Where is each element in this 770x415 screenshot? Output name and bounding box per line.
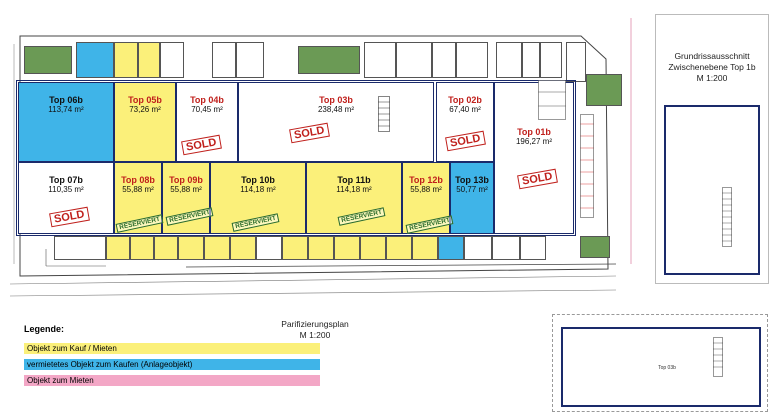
inset-title-line1: Grundrissausschnitt [674, 51, 750, 61]
parking-lot [364, 42, 396, 78]
green-area [580, 236, 610, 258]
parking-lot [432, 42, 456, 78]
parking-lot [282, 236, 308, 260]
parking-lot [212, 42, 236, 78]
unit-area: 50,77 m² [456, 185, 488, 194]
inset-bottom: Top 03b [552, 314, 768, 412]
green-area [586, 74, 622, 106]
parking-lot [412, 236, 438, 260]
parking-lot [520, 236, 546, 260]
unit-name: Top 08b [121, 175, 155, 185]
unit-top05b[interactable]: Top 05b 73,26 m² [114, 82, 176, 162]
parking-lot [334, 236, 360, 260]
parking-lot [256, 236, 282, 260]
unit-area: 110,35 m² [48, 185, 84, 194]
unit-top02b[interactable]: Top 02b 67,40 m² [436, 82, 494, 162]
unit-name: Top 10b [241, 175, 275, 185]
parking-lot [386, 236, 412, 260]
legend-item-buy-rent: Objekt zum Kauf / Mieten [24, 343, 320, 354]
parking-lot [154, 236, 178, 260]
unit-top10b[interactable]: Top 10b 114,18 m² [210, 162, 306, 234]
parking-lot [496, 42, 522, 78]
unit-top11b[interactable]: Top 11b 114,18 m² [306, 162, 402, 234]
unit-area: 114,18 m² [240, 185, 276, 194]
green-area [24, 46, 72, 74]
legend-title: Legende: [24, 324, 65, 334]
unit-name: Top 12b [409, 175, 443, 185]
parking-lot [236, 42, 264, 78]
plan-caption-scale: M 1:200 [299, 330, 331, 340]
inset-top1b: Grundrissausschnitt Zwischenebene Top 1b… [655, 14, 769, 284]
inset-bottom-room: Top 03b [561, 327, 761, 407]
parking-lot [130, 236, 154, 260]
legend-item-investment: vermietetes Objekt zum Kaufen (Anlageobj… [24, 359, 320, 370]
building-outline [16, 80, 576, 236]
unit-name: Top 07b [49, 175, 83, 185]
unit-name: Top 06b [49, 95, 83, 105]
parking-lot [138, 42, 160, 78]
parking-lot [396, 42, 432, 78]
unit-name: Top 03b [319, 95, 353, 105]
unit-area: 114,18 m² [336, 185, 372, 194]
unit-top13b[interactable]: Top 13b 50,77 m² [450, 162, 494, 234]
unit-top06b[interactable]: Top 06b 113,74 m² [18, 82, 114, 162]
side-rooms [580, 114, 594, 218]
unit-area: 67,40 m² [449, 105, 481, 114]
unit-name: Top 11b [337, 175, 371, 185]
parking-lot [308, 236, 334, 260]
inset-title-line2: Zwischenebene Top 1b [668, 62, 756, 72]
stairs-icon [378, 96, 390, 132]
parking-lot [160, 42, 184, 78]
unit-area: 196,27 m² [515, 137, 553, 146]
parking-lot [106, 236, 130, 260]
parking-lot [522, 42, 540, 78]
unit-area: 55,88 m² [170, 185, 202, 194]
parking-lot [456, 42, 488, 78]
inset-title: Grundrissausschnitt Zwischenebene Top 1b… [656, 51, 768, 84]
parking-lot [438, 236, 464, 260]
parking-lot [230, 236, 256, 260]
parking-lot [76, 42, 114, 78]
parking-lot [492, 236, 520, 260]
legend-item-rent: Objekt zum Mieten [24, 375, 320, 386]
green-area [298, 46, 360, 74]
stairs-icon [713, 337, 723, 377]
plan-caption-title: Parifizierungsplan [281, 319, 349, 329]
floor-plan: Top 06b 113,74 m² Top 05b 73,26 m² Top 0… [6, 14, 646, 299]
parking-lot [54, 236, 106, 260]
unit-name: Top 01b [517, 127, 551, 137]
unit-name: Top 05b [128, 95, 162, 105]
parking-lot [540, 42, 562, 78]
unit-area: 113,74 m² [48, 105, 84, 114]
parking-lot [566, 42, 586, 82]
unit-name: Top 09b [169, 175, 203, 185]
unit-name: Top 02b [448, 95, 482, 105]
unit-area: 238,48 m² [317, 105, 355, 114]
parking-lot [114, 42, 138, 78]
inset-scale: M 1:200 [696, 73, 728, 83]
unit-area: 55,88 m² [122, 185, 154, 194]
technical-rooms [538, 80, 566, 120]
unit-area: 70,45 m² [191, 105, 223, 114]
site-outline [9, 18, 632, 297]
parking-lot [464, 236, 492, 260]
unit-name: Top 04b [190, 95, 224, 105]
inset-room [664, 105, 760, 275]
unit-area: 55,88 m² [410, 185, 442, 194]
unit-name: Top 13b [455, 175, 489, 185]
plan-caption: Parifizierungsplan M 1:200 [255, 319, 375, 341]
parking-lot [178, 236, 204, 260]
inset-bottom-label: Top 03b [658, 365, 676, 371]
unit-area: 73,26 m² [129, 105, 161, 114]
unit-top03b[interactable]: Top 03b 238,48 m² [238, 82, 434, 162]
parking-lot [360, 236, 386, 260]
parking-lot [204, 236, 230, 260]
stairs-icon [722, 187, 732, 247]
